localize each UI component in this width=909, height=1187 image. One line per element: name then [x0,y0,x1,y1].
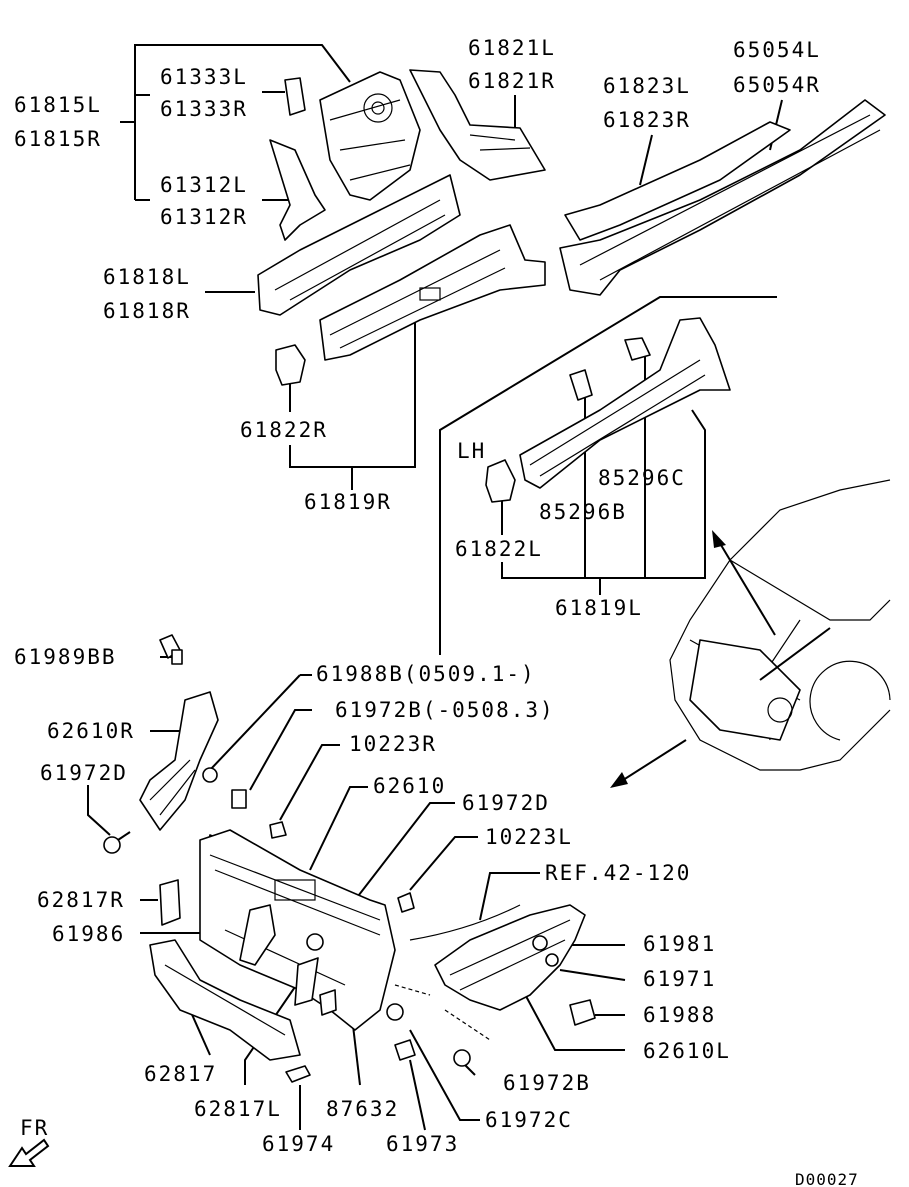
label-61989BB: 61989BB [14,645,117,669]
front-side-member-assembly [257,69,886,386]
label-61981: 61981 [643,932,716,956]
label-62817R: 62817R [37,888,125,912]
radiator-support-parts [103,634,596,1083]
label-10223R: 10223R [349,732,437,756]
label-61818R: 61818R [103,299,191,323]
label-61312R: 61312R [160,205,248,229]
label-61819R: 61819R [304,490,392,514]
label-61821R: 61821R [468,69,556,93]
part-labels: 61815L 61815R 61333L 61333R 61312L 61312… [14,36,859,1187]
label-65054L: 65054L [733,38,821,62]
front-direction-arrow [8,1138,50,1167]
label-62610R: 62610R [47,719,135,743]
label-61972D-mid: 61972D [462,791,550,815]
lh-side-member-assembly [485,317,731,503]
label-10223L: 10223L [485,825,573,849]
label-61815R: 61815R [14,127,102,151]
label-85296B: 85296B [539,500,627,524]
label-61818L: 61818L [103,265,191,289]
label-65054R: 65054R [733,73,821,97]
label-61986: 61986 [52,922,125,946]
label-62610: 62610 [373,774,446,798]
label-87632: 87632 [326,1097,399,1121]
label-62817: 62817 [144,1062,217,1086]
label-62610L: 62610L [643,1039,731,1063]
label-61333R: 61333R [160,97,248,121]
label-61819L: 61819L [555,596,643,620]
label-61823R: 61823R [603,108,691,132]
callout-lines [120,44,783,655]
vehicle-outline [610,479,891,788]
label-ref-42-120: REF.42-120 [545,861,691,885]
label-61815L: 61815L [14,93,102,117]
label-61312L: 61312L [160,173,248,197]
label-fr: FR [20,1116,49,1140]
label-61974: 61974 [262,1132,335,1156]
radiator-support-lines [87,656,626,1131]
label-61988: 61988 [643,1003,716,1027]
label-61822R: 61822R [240,418,328,442]
label-61822L: 61822L [455,537,543,561]
label-61333L: 61333L [160,65,248,89]
label-61823L: 61823L [603,74,691,98]
label-61972C: 61972C [485,1108,573,1132]
label-85296C: 85296C [598,466,686,490]
label-61821L: 61821L [468,36,556,60]
label-61972D-left: 61972D [40,761,128,785]
label-61972B-top: 61972B(-0508.3) [335,698,555,722]
label-62817L: 62817L [194,1097,282,1121]
label-61988B: 61988B(0509.1-) [316,662,536,686]
label-61971: 61971 [643,967,716,991]
label-lh: LH [457,439,486,463]
label-61972B: 61972B [503,1071,591,1095]
label-61973: 61973 [386,1132,459,1156]
diagram-code: D00027 [795,1170,859,1187]
